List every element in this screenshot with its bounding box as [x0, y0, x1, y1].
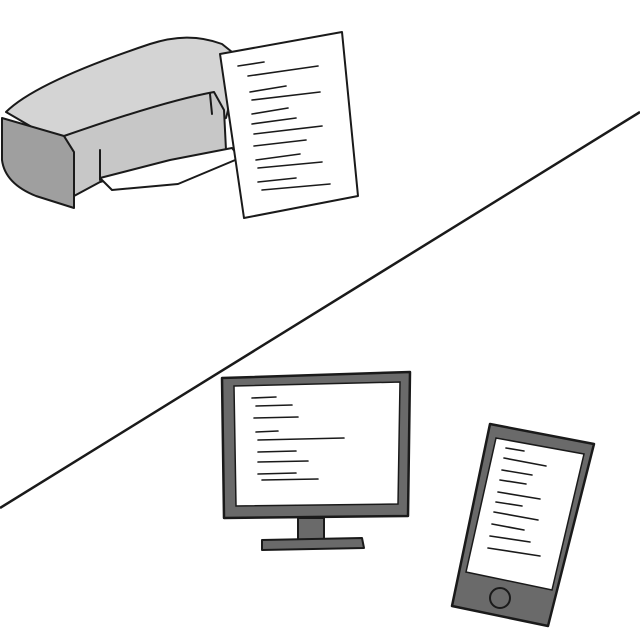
text-line	[253, 139, 307, 147]
paper-text-lines	[237, 61, 331, 191]
text-line	[251, 107, 289, 115]
smartphone-icon	[450, 422, 596, 628]
text-line	[257, 177, 297, 183]
monitor-text-lines	[251, 396, 345, 481]
text-line	[249, 85, 287, 93]
phone-text-lines	[487, 447, 547, 557]
text-line	[505, 447, 525, 452]
diagonal-divider	[0, 110, 640, 510]
text-line	[251, 91, 321, 101]
text-line	[261, 183, 331, 191]
text-line	[257, 460, 309, 463]
text-line	[253, 125, 323, 135]
text-line	[257, 437, 345, 441]
text-line	[251, 117, 297, 125]
text-line	[255, 153, 301, 161]
text-line	[257, 450, 297, 453]
text-line	[247, 65, 319, 77]
text-line	[489, 535, 531, 543]
text-line	[491, 523, 525, 531]
paper-sheet	[219, 31, 359, 219]
text-line	[255, 404, 293, 407]
document-icon	[219, 31, 359, 219]
text-line	[257, 472, 297, 475]
monitor-base	[261, 537, 365, 551]
text-line	[253, 416, 299, 419]
text-line	[499, 479, 527, 485]
text-line	[257, 161, 323, 169]
text-line	[251, 396, 277, 399]
monitor-neck	[297, 517, 325, 541]
text-line	[495, 501, 523, 507]
text-line	[255, 430, 279, 433]
text-line	[487, 547, 541, 557]
text-line	[237, 61, 265, 67]
phone-screen	[465, 437, 585, 591]
text-line	[503, 457, 547, 467]
text-line	[501, 469, 533, 476]
printer-icon	[1, 36, 241, 209]
monitor-icon	[220, 370, 412, 551]
monitor-screen	[233, 381, 401, 507]
text-line	[493, 511, 539, 521]
phone-home-button	[489, 587, 511, 609]
text-line	[261, 478, 319, 481]
text-line	[497, 491, 541, 500]
